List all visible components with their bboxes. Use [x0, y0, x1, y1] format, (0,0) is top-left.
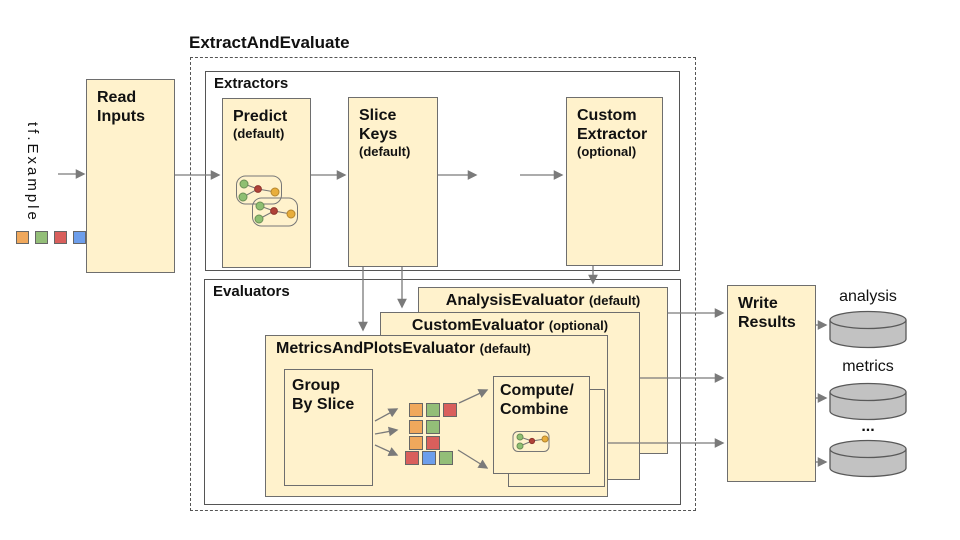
- analysis-evaluator-title: AnalysisEvaluator: [445, 292, 585, 309]
- compute-combine-box: Compute/ Combine: [493, 376, 590, 474]
- output-analysis-label: analysis: [839, 288, 897, 305]
- red-square: [443, 403, 457, 417]
- green-square: [426, 420, 440, 434]
- group-by-slice-title: Group By Slice: [292, 377, 355, 414]
- database-cylinder-metrics: [829, 382, 907, 421]
- orange-square: [409, 403, 423, 417]
- group-by-slice-box: Group By Slice: [284, 369, 373, 486]
- evaluators-label: Evaluators: [213, 283, 290, 300]
- compute-combine-title: Compute/ Combine: [500, 382, 574, 419]
- slice-keys-extractor-box: Slice Keys (default): [348, 97, 438, 267]
- write-results-title: Write Results: [738, 295, 796, 332]
- extract-and-evaluate-frame: [190, 57, 696, 511]
- orange-square: [16, 231, 29, 244]
- read-inputs-title: Read Inputs: [97, 89, 145, 126]
- custom-extractor-subtitle: (optional): [577, 144, 637, 160]
- predict-subtitle: (default): [233, 126, 285, 142]
- output-more-label: ...: [861, 418, 875, 435]
- slice-grid-row: [409, 420, 440, 434]
- tf-example-label: tf.Example: [24, 122, 41, 223]
- orange-square: [409, 436, 423, 450]
- output-metrics-label: metrics: [842, 358, 894, 375]
- analysis-evaluator-subtitle: (default): [588, 293, 641, 308]
- metrics-and-plots-evaluator-box: MetricsAndPlotsEvaluator (default) Group…: [265, 335, 608, 497]
- red-square: [405, 451, 419, 465]
- custom-extractor-box: Custom Extractor (optional): [566, 97, 663, 266]
- blue-square: [422, 451, 436, 465]
- metrics-evaluator-subtitle: (default): [479, 341, 531, 356]
- predict-extractor-box: Predict (default): [222, 98, 311, 268]
- metrics-evaluator-title: MetricsAndPlotsEvaluator: [276, 340, 476, 357]
- custom-extractor-title: Custom Extractor: [577, 107, 648, 144]
- read-inputs-box: Read Inputs: [86, 79, 175, 273]
- predict-title: Predict: [233, 108, 288, 125]
- red-square: [426, 436, 440, 450]
- blue-square: [73, 231, 86, 244]
- database-cylinder-analysis: [829, 310, 907, 349]
- input-examples-squares: [16, 231, 86, 244]
- red-square: [54, 231, 67, 244]
- combine-graph-icon: [512, 431, 550, 452]
- slice-grid-row: [409, 436, 440, 450]
- custom-evaluator-title: CustomEvaluator: [411, 317, 545, 334]
- slice-grid-row: [405, 451, 453, 465]
- green-square: [439, 451, 453, 465]
- write-results-box: Write Results: [727, 285, 816, 482]
- extractors-label: Extractors: [214, 75, 289, 92]
- database-cylinder-more: [829, 439, 907, 478]
- custom-evaluator-subtitle: (optional): [548, 318, 609, 333]
- page-title: ExtractAndEvaluate: [189, 33, 350, 52]
- slice-keys-subtitle: (default): [359, 144, 411, 160]
- green-square: [426, 403, 440, 417]
- model-graph-icon: [236, 175, 298, 227]
- orange-square: [409, 420, 423, 434]
- slice-keys-title: Slice Keys: [359, 107, 398, 144]
- slice-grid-row: [409, 403, 457, 417]
- green-square: [35, 231, 48, 244]
